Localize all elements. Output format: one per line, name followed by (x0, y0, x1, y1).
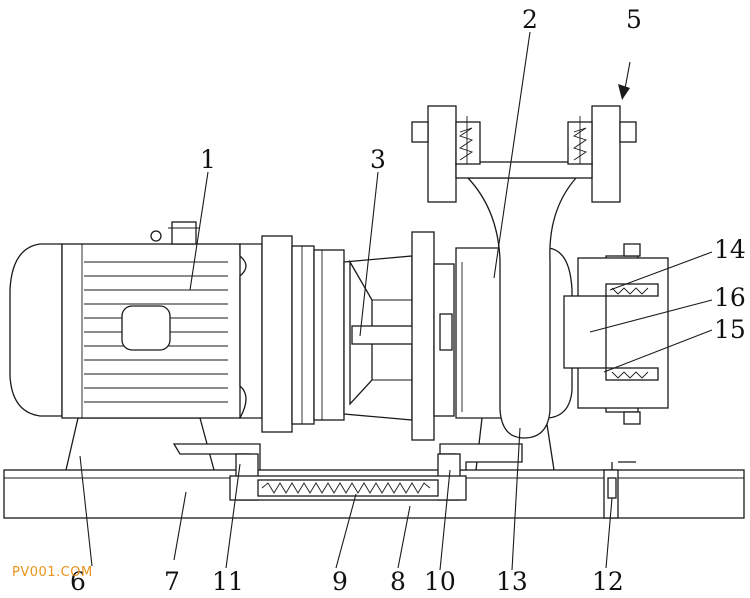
label-5: 5 (626, 5, 642, 34)
shaft-bracket (343, 255, 417, 421)
label-11: 11 (212, 567, 244, 596)
pump-flange (411, 231, 455, 441)
label-2: 2 (522, 5, 538, 34)
label-13: 13 (496, 567, 528, 596)
side-clamp (563, 243, 669, 425)
coupling-housing (261, 235, 345, 433)
discharge-pipe (466, 177, 578, 439)
label-9: 9 (332, 567, 348, 596)
label-16: 16 (714, 283, 746, 312)
motor (9, 221, 263, 419)
arrow-5 (618, 61, 631, 100)
label-3: 3 (370, 145, 386, 174)
leader-lines (79, 31, 713, 571)
label-10: 10 (424, 567, 456, 596)
watermark: PV001.COM (12, 565, 93, 580)
label-15: 15 (714, 315, 746, 344)
label-14: 14 (714, 235, 746, 264)
top-clamp (411, 105, 637, 203)
label-8: 8 (390, 567, 406, 596)
label-6: 6 (70, 567, 86, 596)
lead-screw (229, 475, 467, 501)
label-7: 7 (164, 567, 180, 596)
label-12: 12 (592, 567, 624, 596)
label-1: 1 (200, 145, 216, 174)
